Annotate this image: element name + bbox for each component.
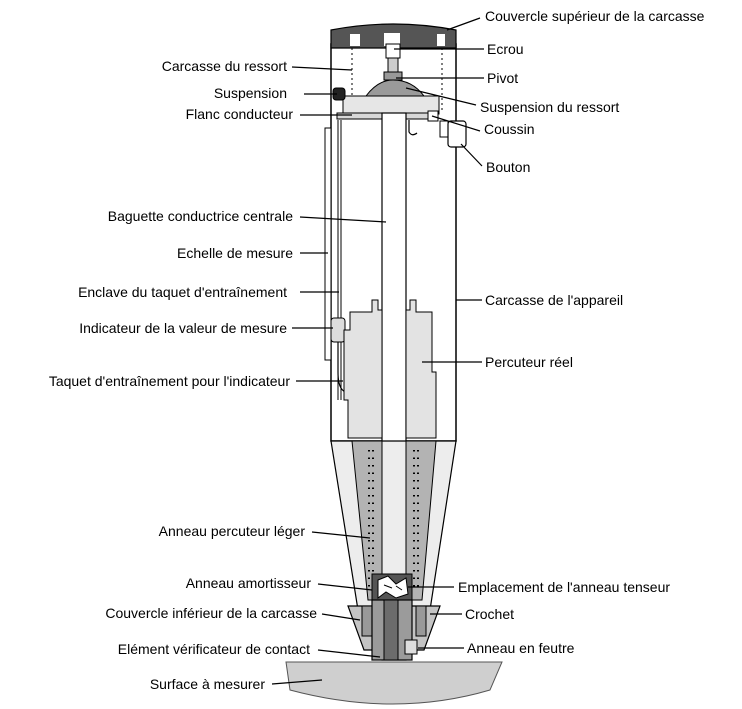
button-shape xyxy=(447,120,467,148)
label-bouton: Bouton xyxy=(486,159,530,175)
label-ecrou: Ecrou xyxy=(487,41,524,57)
label-suspension-ressort: Suspension du ressort xyxy=(480,99,619,115)
label-suspension: Suspension xyxy=(214,85,287,101)
label-indicateur: Indicateur de la valeur de mesure xyxy=(79,320,287,336)
label-enclave: Enclave du taquet d'entraînement xyxy=(78,284,287,300)
label-flanc-conducteur: Flanc conducteur xyxy=(186,106,294,122)
label-element-verificateur: Elément vérificateur de contact xyxy=(118,641,310,657)
label-emplacement-tenseur: Emplacement de l'anneau tenseur xyxy=(458,579,670,595)
label-taquet: Taquet d'entraînement pour l'indicateur xyxy=(49,373,291,389)
label-coussin: Coussin xyxy=(484,121,535,137)
label-pivot: Pivot xyxy=(487,70,518,86)
measuring-scale-shape xyxy=(324,127,332,361)
indicator-shape xyxy=(330,317,346,343)
label-couvercle-inferieur: Couvercle inférieur de la carcasse xyxy=(105,605,317,621)
hammer-mass-shape xyxy=(343,299,437,439)
measured-surface-shape xyxy=(285,661,503,705)
label-couvercle-superieur: Couvercle supérieur de la carcasse xyxy=(485,8,705,24)
label-anneau-amortisseur: Anneau amortisseur xyxy=(186,575,312,591)
label-carcasse-appareil: Carcasse de l'appareil xyxy=(485,292,623,308)
label-echelle: Echelle de mesure xyxy=(177,245,293,261)
label-crochet: Crochet xyxy=(465,606,514,622)
label-anneau-feutre: Anneau en feutre xyxy=(467,640,575,656)
label-carcasse-ressort: Carcasse du ressort xyxy=(162,58,287,74)
label-percuteur: Percuteur réel xyxy=(485,354,573,370)
label-baguette: Baguette conductrice centrale xyxy=(108,208,293,224)
cushion-shape xyxy=(439,120,449,138)
label-surface: Surface à mesurer xyxy=(150,676,265,692)
label-anneau-leger: Anneau percuteur léger xyxy=(159,523,306,539)
